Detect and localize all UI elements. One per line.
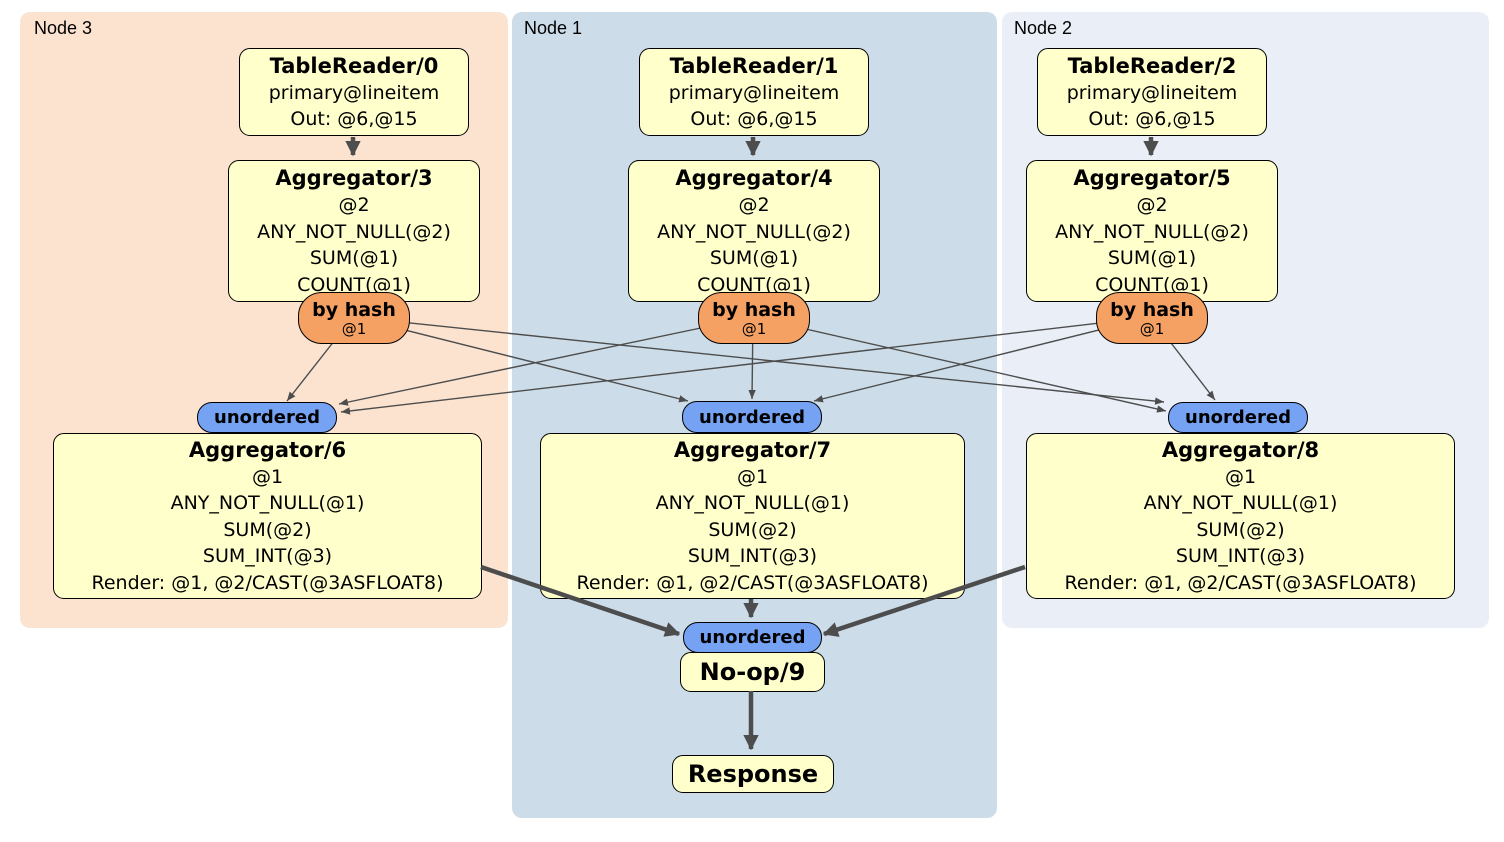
- router-detail: @1: [741, 319, 767, 338]
- processor-aggregator-5: Aggregator/5 @2 ANY_NOT_NULL(@2) SUM(@1)…: [1026, 160, 1278, 302]
- sync-label: unordered: [699, 406, 805, 428]
- router-label: by hash: [312, 298, 396, 321]
- processor-detail: SUM(@1): [1107, 247, 1197, 269]
- router-label: by hash: [1110, 298, 1194, 321]
- processor-title: Aggregator/3: [275, 166, 433, 190]
- processor-detail: COUNT(@1): [1095, 273, 1209, 296]
- processor-title: Response: [687, 760, 819, 788]
- processor-title: TableReader/0: [269, 53, 439, 78]
- processor-tablereader-2: TableReader/2 primary@lineitem Out: @6,@…: [1037, 48, 1267, 136]
- processor-title: No-op/9: [699, 658, 806, 686]
- processor-detail: COUNT(@1): [697, 273, 811, 296]
- processor-detail: primary@lineitem: [268, 81, 440, 104]
- router-by-hash-node3: by hash @1: [298, 292, 410, 344]
- processor-title: Aggregator/6: [188, 437, 347, 462]
- sync-label: unordered: [699, 627, 806, 648]
- processor-detail: ANY_NOT_NULL(@1): [170, 492, 365, 515]
- processor-detail: SUM(@1): [709, 247, 799, 269]
- response-node: Response: [672, 755, 834, 793]
- router-detail: @1: [341, 319, 367, 338]
- processor-detail: @2: [738, 194, 770, 216]
- processor-title: Aggregator/5: [1073, 166, 1231, 190]
- processor-detail: SUM(@1): [309, 247, 399, 269]
- router-detail: @1: [1139, 319, 1165, 338]
- processor-detail: SUM_INT(@3): [202, 545, 333, 568]
- processor-detail: @1: [736, 465, 769, 488]
- processor-detail: @2: [1136, 194, 1168, 216]
- node3-label: Node 3: [34, 18, 93, 38]
- processor-aggregator-7: Aggregator/7 @1 ANY_NOT_NULL(@1) SUM(@2)…: [540, 433, 965, 599]
- processor-detail: Out: @6,@15: [690, 108, 818, 130]
- processor-title: TableReader/1: [669, 53, 839, 78]
- processor-detail: ANY_NOT_NULL(@1): [1143, 492, 1338, 515]
- processor-noop-9: No-op/9: [680, 652, 825, 692]
- processor-title: Aggregator/4: [675, 166, 833, 190]
- processor-aggregator-3: Aggregator/3 @2 ANY_NOT_NULL(@2) SUM(@1)…: [228, 160, 480, 302]
- sync-unordered-final: unordered: [683, 622, 822, 653]
- router-by-hash-node1: by hash @1: [698, 292, 810, 344]
- processor-detail: SUM_INT(@3): [687, 545, 818, 568]
- processor-detail: SUM(@2): [223, 518, 312, 541]
- sync-unordered-left: unordered: [197, 402, 337, 433]
- processor-aggregator-6: Aggregator/6 @1 ANY_NOT_NULL(@1) SUM(@2)…: [53, 433, 482, 599]
- processor-aggregator-8: Aggregator/8 @1 ANY_NOT_NULL(@1) SUM(@2)…: [1026, 433, 1455, 599]
- processor-detail: @1: [251, 465, 284, 488]
- processor-title: Aggregator/7: [673, 437, 832, 462]
- router-by-hash-node2: by hash @1: [1096, 292, 1208, 344]
- processor-detail: SUM_INT(@3): [1175, 545, 1306, 568]
- processor-tablereader-1: TableReader/1 primary@lineitem Out: @6,@…: [639, 48, 869, 136]
- sync-label: unordered: [214, 407, 320, 428]
- node2-label: Node 2: [1014, 18, 1073, 38]
- processor-detail: ANY_NOT_NULL(@1): [655, 492, 850, 515]
- processor-detail: Out: @6,@15: [290, 108, 418, 130]
- sync-unordered-right: unordered: [1168, 402, 1308, 433]
- processor-tablereader-0: TableReader/0 primary@lineitem Out: @6,@…: [239, 48, 469, 136]
- processor-detail: ANY_NOT_NULL(@2): [1055, 220, 1249, 243]
- processor-detail: @1: [1224, 465, 1257, 488]
- processor-detail: SUM(@2): [1196, 518, 1285, 541]
- processor-detail: Render: @1, @2/CAST(@3ASFLOAT8): [576, 571, 929, 594]
- processor-aggregator-4: Aggregator/4 @2 ANY_NOT_NULL(@2) SUM(@1)…: [628, 160, 880, 302]
- processor-detail: SUM(@2): [708, 518, 797, 541]
- processor-detail: primary@lineitem: [1066, 81, 1238, 104]
- processor-title: TableReader/2: [1067, 53, 1237, 78]
- processor-detail: @2: [338, 194, 370, 216]
- node1-label: Node 1: [524, 18, 583, 38]
- processor-detail: ANY_NOT_NULL(@2): [657, 220, 851, 243]
- processor-detail: primary@lineitem: [668, 81, 840, 104]
- processor-detail: Render: @1, @2/CAST(@3ASFLOAT8): [91, 571, 444, 594]
- processor-detail: Out: @6,@15: [1088, 108, 1216, 130]
- processor-detail: COUNT(@1): [297, 273, 411, 296]
- sync-label: unordered: [1185, 407, 1291, 428]
- router-label: by hash: [712, 298, 796, 321]
- processor-detail: ANY_NOT_NULL(@2): [257, 220, 451, 243]
- sync-unordered-mid: unordered: [682, 401, 822, 433]
- processor-detail: Render: @1, @2/CAST(@3ASFLOAT8): [1064, 571, 1417, 594]
- processor-title: Aggregator/8: [1161, 437, 1320, 462]
